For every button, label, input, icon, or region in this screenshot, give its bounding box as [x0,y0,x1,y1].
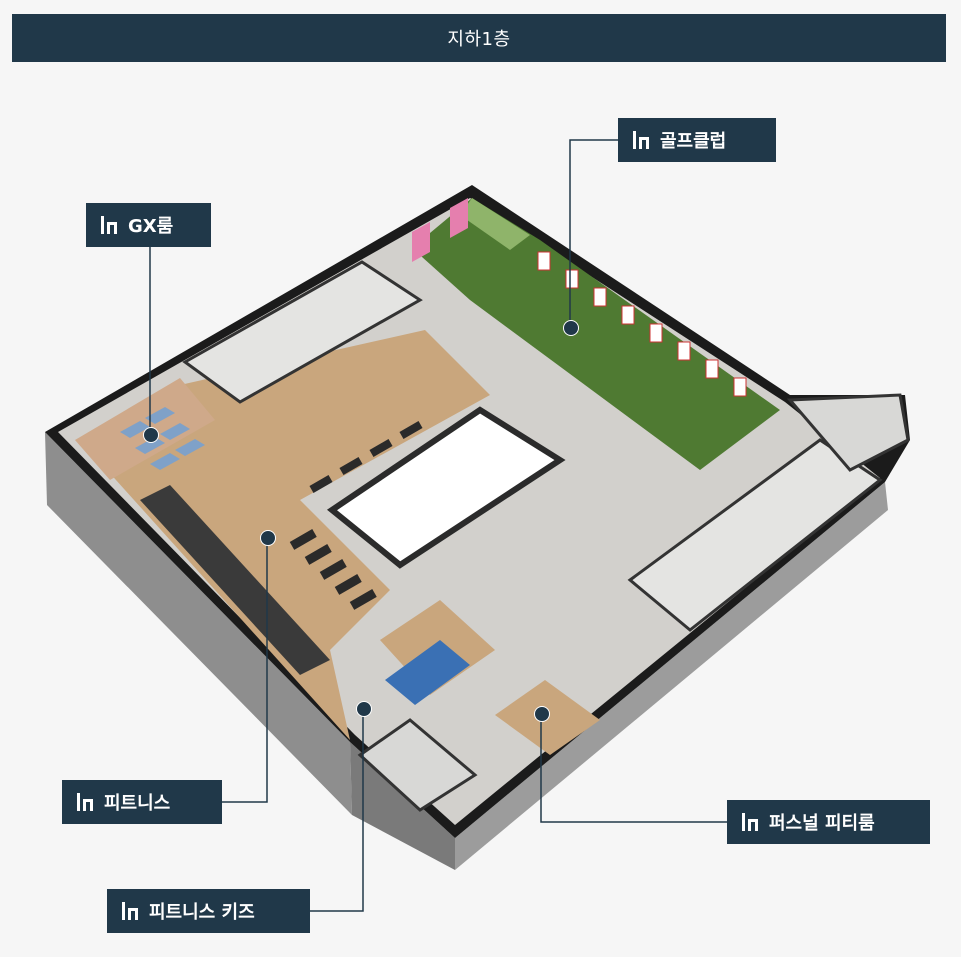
gx-mats [120,407,205,470]
pt-marker [534,706,550,722]
leader-pt [540,713,727,823]
restroom-block-top [182,260,423,404]
restroom-block-right [627,438,883,632]
leader-fitness [222,537,268,803]
stair-block [786,393,910,472]
label-gx-room: GX룸 [86,203,211,247]
golf-screen [460,198,530,250]
label-fitness: 피트니스 [62,780,222,824]
label-text: 피트니스 키즈 [149,902,255,923]
gx-marker [143,427,159,443]
slab-side-left [45,432,352,815]
floor-title: 지하1층 [447,29,511,50]
label-text: 골프클럽 [660,131,727,152]
slab-side-right [455,482,888,870]
building-logo-icon [122,902,138,920]
golf-marker [563,320,579,336]
slab-side-front [350,742,455,870]
kids-play-track [385,640,470,705]
label-text: 피트니스 [104,793,171,814]
kids-marker [356,701,372,717]
floor-title-bar: 지하1층 [12,14,946,62]
leader-kids [310,708,364,912]
label-text: GX룸 [128,216,174,237]
treadmills [289,421,423,610]
building-logo-icon [101,216,117,234]
building-logo-icon [742,813,758,831]
weight-area [140,485,330,675]
building-logo-icon [633,131,649,149]
leader-golf [569,139,618,327]
atrium-void [326,406,566,569]
label-golf-club: 골프클럽 [618,118,776,162]
golf-banners [537,251,747,397]
pink-panel [450,198,468,238]
building-logo-icon [77,793,93,811]
label-fitness-kids: 피트니스 키즈 [107,889,310,933]
lower-stair-block [357,718,478,812]
golf-turf [412,198,780,470]
label-text: 퍼스널 피티룸 [769,813,875,834]
pink-panel [412,222,430,262]
label-personal-pt-room: 퍼스널 피티룸 [727,800,930,844]
fitness-marker [260,530,276,546]
